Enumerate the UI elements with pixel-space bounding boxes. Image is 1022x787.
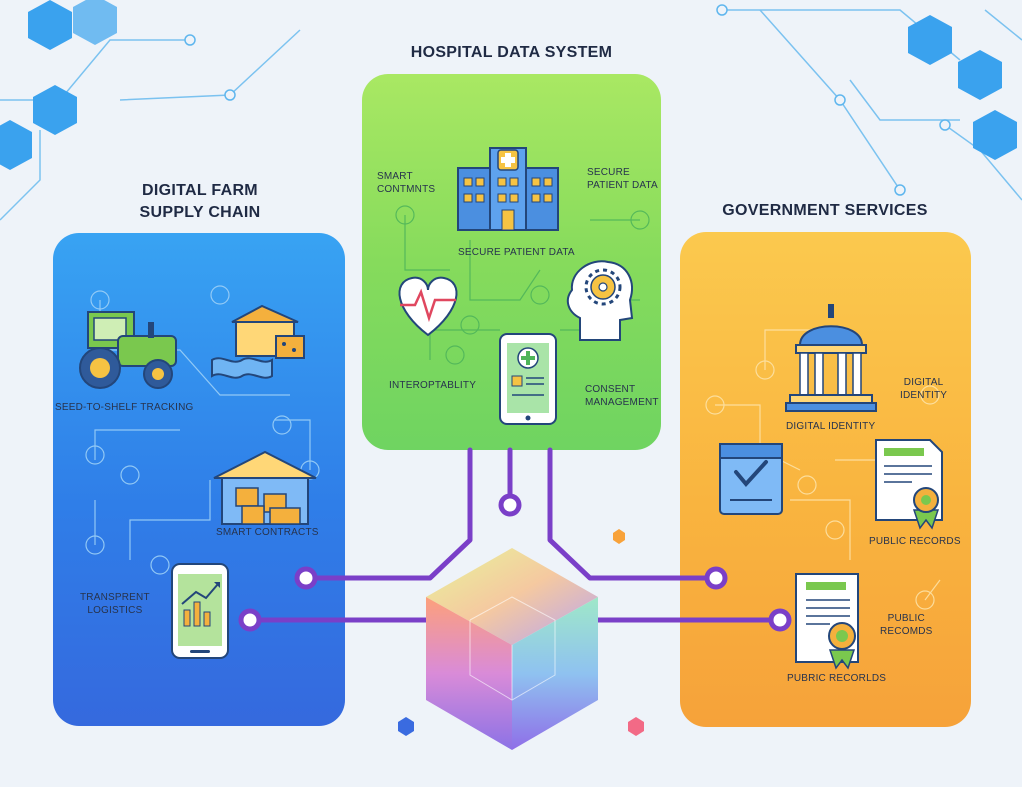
gov-label-digital-identity-right: DIGITAL IDENTITY bbox=[900, 377, 948, 401]
phone-chart-icon bbox=[171, 563, 229, 659]
barn-icon bbox=[213, 450, 317, 525]
heart-pulse-icon bbox=[398, 276, 458, 337]
connectors bbox=[247, 447, 783, 623]
connector-node bbox=[768, 608, 792, 632]
farm-label-seed-to-shelf: SEED-TO-SHELF TRACKING bbox=[55, 402, 194, 413]
government-title: GOVERNMENT SERVICES bbox=[722, 202, 928, 219]
hospital-title: HOSPITAL DATA SYSTEM bbox=[410, 44, 613, 61]
gov-label-digital-identity-center: DIGITAL IDENTITY bbox=[786, 421, 876, 432]
connector-node bbox=[238, 608, 262, 632]
ballot-box-icon bbox=[719, 443, 783, 515]
warehouse-icon bbox=[211, 304, 305, 379]
farm-label-smart-contracts: SMART CONTRACTS bbox=[216, 527, 319, 538]
capitol-building-icon bbox=[785, 304, 877, 412]
hospital-label-interop: INTEROPTABLITY bbox=[389, 380, 477, 391]
connector-node bbox=[498, 493, 522, 517]
hospital-building-icon bbox=[457, 147, 559, 231]
gov-label-public-recomds: PUBLIC RECOMDS bbox=[880, 613, 933, 637]
brain-gear-icon bbox=[566, 260, 634, 341]
hospital-label-smart-contracts: SMART CONTMNTS bbox=[377, 171, 436, 195]
farm-title: DIGITAL FARM SUPPLY CHAIN bbox=[139, 182, 261, 221]
tractor-icon bbox=[79, 311, 177, 389]
blockchain-cube-icon bbox=[398, 529, 644, 750]
connector-node bbox=[294, 566, 318, 590]
farm-label-transparent-logistics: TRANSPRENT LOGISTICS bbox=[80, 592, 150, 616]
certificate-icon bbox=[875, 439, 943, 530]
connector-node bbox=[704, 566, 728, 590]
hospital-label-secure-patient-center: SECURE PATIENT DATA bbox=[458, 247, 575, 258]
gov-label-pubric-records: PUBRIC RECORLDS bbox=[787, 673, 887, 684]
medical-tablet-icon bbox=[499, 333, 557, 425]
hospital-label-consent: CONSENT MANAGEMENT bbox=[585, 384, 659, 408]
gov-label-public-records: PUBLIC RECORDS bbox=[869, 536, 961, 547]
document-seal-icon bbox=[795, 573, 859, 670]
hospital-label-secure-patient-top: SECURE PATIENT DATA bbox=[587, 167, 658, 191]
